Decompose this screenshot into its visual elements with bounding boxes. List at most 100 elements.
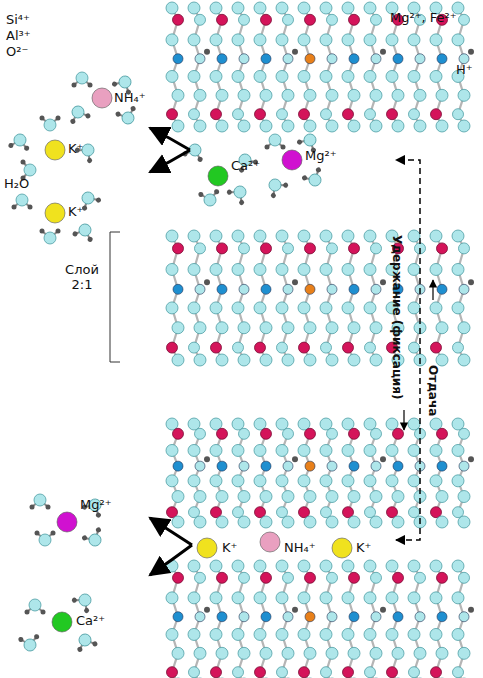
hydrogen-atom	[204, 279, 210, 285]
oxygen-atom	[430, 302, 442, 314]
ion-label: Al³⁺	[6, 28, 31, 43]
hydrogen-atom	[72, 83, 77, 88]
hydrogen-atom	[46, 505, 51, 510]
oxygen-atom	[321, 109, 332, 120]
oxygen-atom	[307, 172, 323, 188]
oxygen-atom	[166, 302, 178, 314]
oxygen-atom	[194, 89, 206, 101]
oxygen-atom	[233, 109, 244, 120]
hydrogen-atom	[197, 156, 203, 162]
hydrogen-atom	[40, 229, 45, 234]
oxygen-atom	[430, 628, 442, 640]
water-molecule	[12, 194, 33, 210]
ion	[260, 532, 280, 552]
oxygen-atom	[320, 263, 332, 275]
octahedral-atom	[195, 54, 205, 64]
ion	[208, 166, 228, 186]
oxygen-atom	[260, 354, 272, 366]
ion-label: Ca²⁺	[76, 613, 105, 628]
hydrogen-atom	[214, 189, 220, 195]
silicon-atom	[305, 428, 316, 439]
oxygen-atom	[414, 647, 426, 659]
oxygen-atom	[459, 428, 470, 439]
silicon-atom	[387, 667, 398, 678]
oxygen-atom	[452, 475, 464, 487]
oxygen-atom	[342, 560, 354, 572]
hydrogen-atom	[238, 199, 245, 206]
silicon-atom	[349, 243, 360, 254]
oxygen-atom	[304, 354, 316, 366]
octahedral-atom	[173, 284, 183, 294]
hydrogen-atom	[292, 456, 298, 462]
oxygen-atom	[298, 2, 310, 14]
oxygen-atom	[216, 89, 228, 101]
oxygen-atom	[371, 243, 382, 254]
hydrogen-atom	[77, 646, 83, 652]
silicon-atom	[255, 109, 266, 120]
hydrogen-atom	[130, 105, 136, 111]
octahedral-atom	[173, 54, 183, 64]
water-molecule	[263, 174, 289, 199]
fixation-arrow	[403, 410, 404, 430]
oxygen-atom	[44, 119, 56, 131]
oxygen-atom	[172, 354, 184, 366]
exchange-arrow	[150, 518, 192, 545]
oxygen-atom	[172, 322, 184, 334]
oxygen-atom	[320, 302, 332, 314]
oxygen-atom	[298, 34, 310, 46]
octahedral-atom	[239, 284, 249, 294]
oxygen-atom	[277, 342, 288, 353]
silicon-atom	[343, 667, 354, 678]
oxygen-atom	[327, 428, 338, 439]
oxygen-atom	[282, 516, 294, 528]
oxygen-atom	[365, 667, 376, 678]
oxygen-atom	[386, 475, 398, 487]
ion-label: K⁺	[222, 540, 237, 555]
oxygen-atom	[166, 592, 178, 604]
hydrogen-atom	[115, 111, 121, 117]
silicon-atom	[437, 572, 448, 583]
octahedral-atom	[217, 461, 227, 471]
oxygen-atom	[166, 2, 178, 14]
hydrogen-atom	[265, 145, 270, 150]
oxygen-atom	[321, 667, 332, 678]
oxygen-atom	[210, 230, 222, 242]
oxygen-atom	[76, 72, 88, 84]
oxygen-atom	[436, 491, 448, 503]
silicon-atom	[261, 572, 272, 583]
oxygen-atom	[364, 70, 376, 82]
oxygen-atom	[260, 516, 272, 528]
oxygen-atom	[371, 428, 382, 439]
hydrogen-atom	[95, 512, 102, 519]
oxygen-atom	[364, 263, 376, 275]
oxygen-atom	[452, 444, 464, 456]
hydrogen-atom	[468, 607, 474, 613]
water-molecule	[72, 72, 93, 88]
oxygen-atom	[371, 572, 382, 583]
oxygen-atom	[254, 263, 266, 275]
silicon-atom	[299, 109, 310, 120]
oxygen-atom	[459, 14, 470, 25]
water-molecule	[71, 589, 97, 614]
ion-label: H⁺	[456, 62, 473, 77]
hydrogen-atom	[85, 113, 91, 119]
oxygen-atom	[320, 70, 332, 82]
oxygen-atom	[276, 70, 288, 82]
hydrogen-atom	[380, 49, 386, 55]
silicon-atom	[211, 109, 222, 120]
octahedral-atom	[195, 612, 205, 622]
oxygen-atom	[364, 34, 376, 46]
oxygen-atom	[348, 647, 360, 659]
hydrogen-atom	[380, 456, 386, 462]
octahedral-atom	[393, 54, 403, 64]
oxygen-atom	[166, 230, 178, 242]
oxygen-atom	[188, 444, 200, 456]
oxygen-atom	[232, 592, 244, 604]
octahedral-atom	[349, 461, 359, 471]
oxygen-atom	[409, 109, 420, 120]
octahedral-atom	[283, 284, 293, 294]
oxygen-atom	[260, 89, 272, 101]
oxygen-atom	[298, 263, 310, 275]
oxygen-atom	[348, 516, 360, 528]
molecule-label: H₂O	[4, 176, 29, 191]
